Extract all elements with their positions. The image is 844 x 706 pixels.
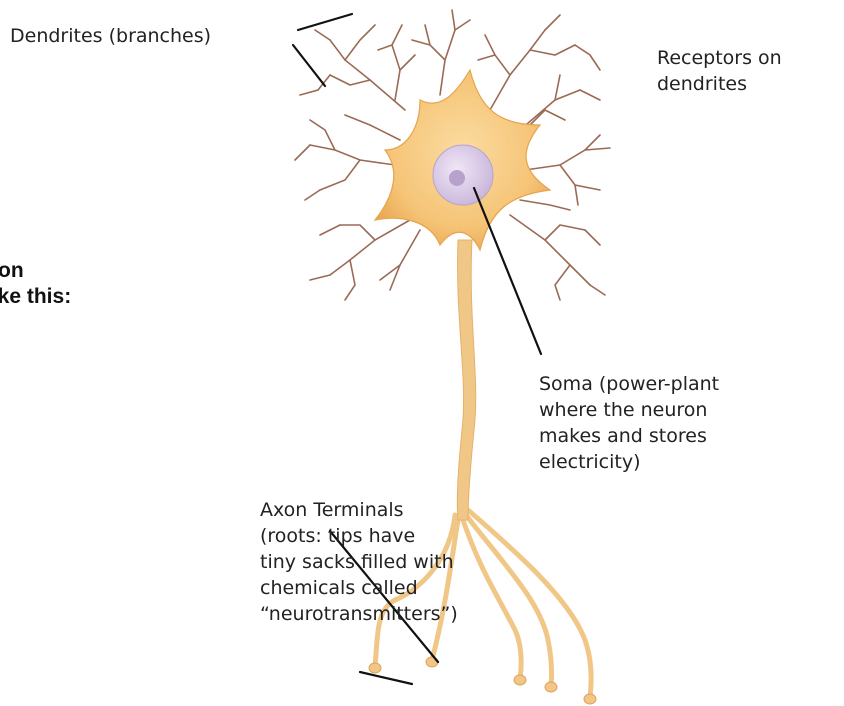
clipped-heading: on like this: [0, 258, 71, 310]
nucleolus [449, 170, 465, 186]
axon-terminals-line-4: chemicals called [260, 575, 458, 601]
axon-terminals-line-2: (roots: tips have [260, 523, 458, 549]
axon-terminals-line-5: “neurotransmitters”) [260, 601, 458, 627]
clipped-line-1: on [0, 258, 71, 284]
receptors-line-2: dendrites [657, 71, 782, 97]
receptors-line-1: Receptors on [657, 45, 782, 71]
clipped-line-2: like this: [0, 284, 71, 310]
receptors-label: Receptors on dendrites [657, 45, 782, 97]
soma-label: Soma (power-plant where the neuron makes… [539, 371, 719, 475]
axon-terminals-line-3: tiny sacks filled with [260, 549, 458, 575]
soma-line-1: Soma (power-plant [539, 371, 719, 397]
axon-shaft [457, 240, 475, 520]
soma-line-2: where the neuron [539, 397, 719, 423]
soma-line-3: makes and stores [539, 423, 719, 449]
terminals-base-pointer [360, 672, 412, 684]
axon-terminals-label: Axon Terminals (roots: tips have tiny sa… [260, 497, 458, 627]
axon-terminals-line-1: Axon Terminals [260, 497, 458, 523]
dendrites-pointer-bottom [293, 45, 325, 86]
dendrites-label: Dendrites (branches) [10, 23, 211, 49]
dendrites-pointer-top [298, 14, 352, 30]
terminal-tips [369, 657, 596, 704]
soma-pointer [474, 188, 541, 354]
soma-line-4: electricity) [539, 449, 719, 475]
